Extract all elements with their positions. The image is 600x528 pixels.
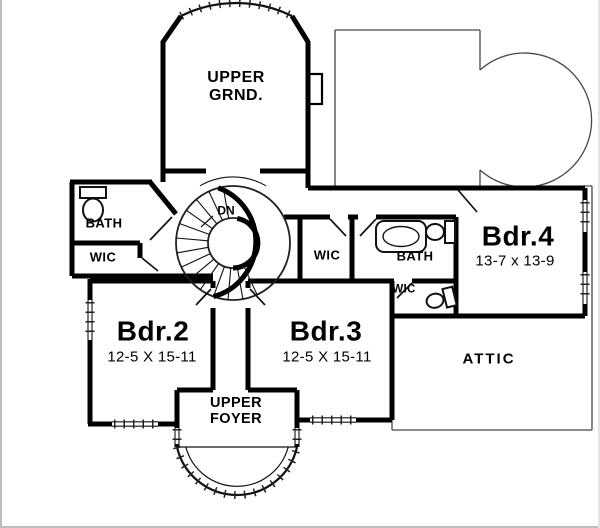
bathtub-fixture <box>375 220 427 253</box>
wic-pocket-door <box>396 282 413 299</box>
bdr2-dimensions: 12-5 X 15-11 <box>107 348 197 366</box>
wic-mid-door <box>329 218 347 237</box>
wic-left-label: WIC <box>89 249 117 265</box>
frame-edge-right <box>598 0 600 528</box>
window-mullion-ticks <box>85 202 590 443</box>
bath-left-label: BATH <box>85 215 123 231</box>
wic-left-door <box>141 257 159 272</box>
attic-label: ATTIC <box>462 350 516 368</box>
toilet-fixture-mid-bath <box>425 220 456 244</box>
wic-mid-label: WIC <box>313 247 341 263</box>
upper-grnd-label: UPPER GRND. <box>207 69 265 104</box>
bdr2-door <box>195 288 212 306</box>
windows <box>87 200 588 444</box>
bay-window-top <box>179 0 294 20</box>
door-leaves <box>141 189 478 306</box>
wic-pocket-label: WIC <box>392 283 416 296</box>
toilet-fixture-wic-pocket <box>425 285 458 309</box>
bay-window-bottom <box>173 446 301 499</box>
upper-foyer-label: UPPER FOYER <box>210 394 262 427</box>
bdr4-label: Bdr.4 <box>481 220 555 252</box>
spiral-staircase <box>175 176 291 301</box>
frame-edge-left <box>0 0 2 528</box>
bdr4-door <box>457 189 478 213</box>
bdr3-door <box>249 288 266 306</box>
bath-mid-door <box>359 218 377 237</box>
bdr2-label: Bdr.2 <box>116 315 190 347</box>
bdr3-dimensions: 12-5 X 15-11 <box>282 348 372 366</box>
turret-roof-arc <box>479 52 593 188</box>
bdr3-label: Bdr.3 <box>289 315 363 347</box>
dn-leader-line <box>200 215 214 228</box>
bath-mid-label: BATH <box>396 248 434 264</box>
walls <box>69 14 588 447</box>
toilet-fixture-left-bath <box>79 186 107 223</box>
bath-left-door <box>149 216 173 241</box>
frame-edge-bottom <box>0 526 600 528</box>
stair-dn-label: DN <box>217 203 235 218</box>
bdr4-dimensions: 13-7 x 13-9 <box>475 252 555 270</box>
chimney <box>307 72 324 106</box>
stair-treads <box>176 186 258 300</box>
